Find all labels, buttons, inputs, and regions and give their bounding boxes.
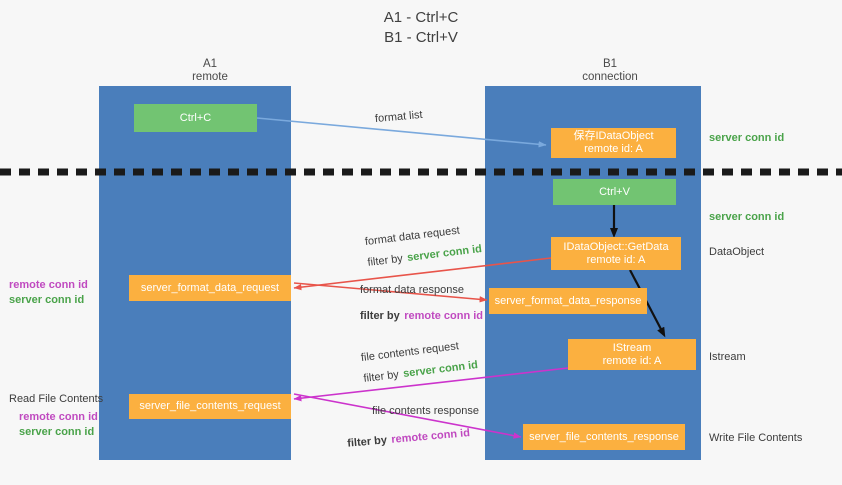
box-server-format-data-request-label: server_format_data_request [140, 281, 280, 294]
box-getdata-line2: remote id: A [586, 253, 646, 266]
box-ctrl-v[interactable]: Ctrl+V [553, 179, 676, 205]
left-label-remote-conn-id-1: remote conn id [9, 279, 88, 291]
box-server-file-contents-response-label: server_file_contents_response [529, 430, 679, 443]
title-line-2: B1 - Ctrl+V [384, 29, 458, 46]
filter-by-text-3: filter by [362, 368, 400, 385]
edge-label-file-contents-response: file contents response [372, 405, 480, 417]
filter-by-text-4: filter by [346, 434, 388, 450]
box-save-idataobject[interactable]: 保存IDataObject remote id: A [551, 128, 676, 158]
box-ctrl-c[interactable]: Ctrl+C [134, 104, 257, 132]
title-line-1: A1 - Ctrl+C [383, 9, 459, 26]
box-server-file-contents-request-label: server_file_contents_request [139, 400, 281, 412]
edge-label-file-contents-response-group: file contents response filter by remote … [347, 405, 480, 450]
box-idataobject-getdata[interactable]: IDataObject::GetData remote id: A [551, 237, 681, 270]
right-label-istream: Istream [709, 351, 746, 363]
left-label-group-format: remote conn id server conn id [9, 279, 88, 307]
edge-label-format-data-response-group: format data response filter by remote co… [360, 284, 483, 324]
box-getdata-line1: IDataObject::GetData [563, 240, 669, 253]
filter-by-text-2: filter by [360, 310, 400, 322]
arrow-file-contents-request [293, 367, 569, 402]
box-istream-line2: remote id: A [602, 354, 662, 367]
left-label-server-conn-id-1: server conn id [9, 294, 85, 306]
page-title: A1 - Ctrl+C B1 - Ctrl+V [0, 8, 842, 48]
box-save-idataobject-line2: remote id: A [584, 143, 643, 155]
left-label-group-file: remote conn id server conn id [19, 411, 98, 439]
column-a1-name: A1 [202, 58, 218, 70]
left-label-server-conn-id-2: server conn id [19, 426, 95, 438]
box-istream[interactable]: IStream remote id: A [568, 339, 696, 370]
filter-remote-conn-id-2: remote conn id [404, 310, 484, 322]
arrow-format-data-request [293, 257, 552, 291]
column-header-b1: B1 connection [520, 58, 700, 84]
column-a1-sub: remote [192, 71, 228, 83]
right-label-server-conn-id-paste: server conn id [709, 211, 785, 223]
column-b1-name: B1 [602, 58, 618, 70]
left-label-read-file-contents: Read File Contents [9, 393, 104, 405]
filter-by-text-1: filter by [366, 252, 404, 269]
box-server-format-data-response[interactable]: server_format_data_response [489, 288, 647, 314]
right-label-dataobject: DataObject [709, 246, 765, 258]
box-istream-line1: IStream [612, 341, 652, 354]
box-server-format-data-response-label: server_format_data_response [494, 294, 642, 307]
filter-remote-conn-id-4: remote conn id [390, 427, 471, 446]
right-label-write-file-contents: Write File Contents [709, 432, 803, 444]
box-server-file-contents-response[interactable]: server_file_contents_response [523, 424, 685, 450]
edge-label-format-data-response: format data response [360, 284, 464, 296]
column-header-a1: A1 remote [120, 58, 300, 84]
column-b1-sub: connection [582, 71, 638, 83]
arrow-format-data-response [293, 282, 488, 303]
box-server-format-data-request[interactable]: server_format_data_request [129, 275, 291, 301]
box-server-file-contents-request[interactable]: server_file_contents_request [129, 394, 291, 419]
arrow-format-list [256, 117, 547, 148]
box-save-idataobject-line1: 保存IDataObject [573, 130, 654, 142]
box-ctrl-v-label: Ctrl+V [599, 185, 630, 198]
box-ctrl-c-label: Ctrl+C [179, 111, 212, 124]
arrow-file-contents-response [293, 393, 522, 439]
left-label-remote-conn-id-2: remote conn id [19, 411, 98, 423]
right-label-server-conn-id-top: server conn id [709, 132, 785, 144]
